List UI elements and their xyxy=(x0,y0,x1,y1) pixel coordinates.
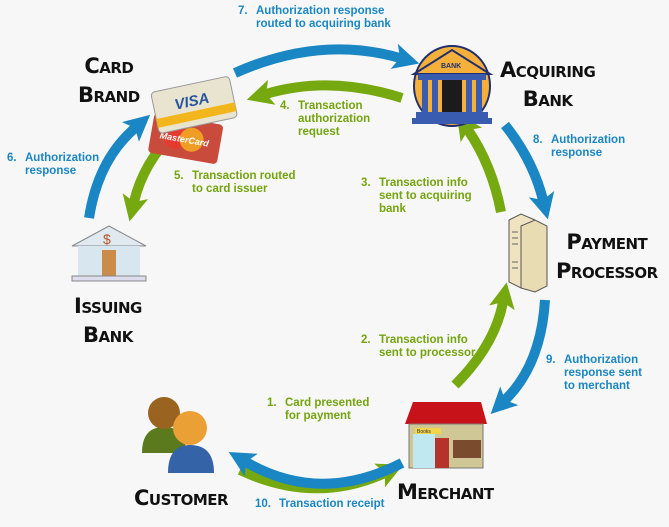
step-5-label: 5. Transaction routed to card issuer xyxy=(174,170,296,196)
step-text: Authorization response xyxy=(551,134,626,159)
card-brand-line1: Card xyxy=(84,54,134,78)
arrow-step-7 xyxy=(232,43,420,78)
step-number: 6. xyxy=(7,152,17,164)
issuing-bank-line1: Issuing xyxy=(74,294,142,318)
visa-logo-text: VISA xyxy=(173,90,211,114)
arrow-step-10 xyxy=(228,451,405,489)
step-number: 1. xyxy=(267,397,277,409)
step-number: 9. xyxy=(546,354,556,366)
step-text: Transaction routed to card issuer xyxy=(192,170,296,195)
step-number: 5. xyxy=(174,170,184,182)
step-number: 8. xyxy=(533,134,543,146)
step-8-label: 8. Authorization response xyxy=(533,134,625,160)
acquiring-bank-line1: Acquiring xyxy=(500,58,596,82)
arrow-step-4 xyxy=(246,79,404,105)
acquiring-bank-line2: Bank xyxy=(522,87,573,111)
step-text: Authorization response sent to merchant xyxy=(564,354,642,392)
svg-text:$: $ xyxy=(103,231,111,247)
payment-processor-line1: Payment xyxy=(566,230,648,254)
card-brand-line2: Brand xyxy=(78,83,140,107)
step-text: Transaction info sent to acquiring bank xyxy=(379,177,472,215)
step-text: Transaction receipt xyxy=(279,498,385,510)
arrow-step-8 xyxy=(501,121,555,220)
payment-processor-line2: Processor xyxy=(556,259,658,283)
step-9-label: 9. Authorization response sent to merchan… xyxy=(546,354,642,393)
bank-dollar-icon: $ xyxy=(71,225,147,282)
step-1-label: 1. Card presented for payment xyxy=(267,397,369,423)
issuing-bank-line2: Bank xyxy=(83,323,133,347)
credit-cards-icon: MasterCard VISA xyxy=(148,76,238,164)
arrow-step-9 xyxy=(490,299,550,414)
merchant-label: Merchant xyxy=(397,480,494,504)
step-2-label: 2. Transaction info sent to processor xyxy=(361,334,476,360)
users-icon xyxy=(142,397,214,473)
step-number: 7. xyxy=(238,5,248,17)
arrow-step-3 xyxy=(456,113,506,213)
customer-label: Customer xyxy=(134,486,229,510)
step-text: Transaction info sent to processor xyxy=(379,334,476,359)
step-4-label: 4. Transaction authorization request xyxy=(280,100,370,139)
step-3-label: 3. Transaction info sent to acquiring ban… xyxy=(361,177,472,216)
step-text: Transaction authorization request xyxy=(298,100,371,138)
step-number: 10. xyxy=(255,498,271,510)
step-6-label: 6. Authorization response xyxy=(7,152,99,178)
storefront-icon: Books xyxy=(405,402,487,469)
step-number: 2. xyxy=(361,334,371,346)
step-10-label: 10. Transaction receipt xyxy=(255,498,384,511)
step-text: Card presented for payment xyxy=(285,397,370,422)
bank-building-icon: BANK xyxy=(410,45,494,127)
step-7-label: 7. Authorization response routed to acqui… xyxy=(238,5,391,31)
step-number: 3. xyxy=(361,177,371,189)
store-sign-text: Books xyxy=(417,429,431,435)
server-icon xyxy=(508,213,548,293)
step-text: Authorization response xyxy=(25,152,100,177)
bank-icon-text: BANK xyxy=(441,63,461,70)
step-text: Authorization response routed to acquiri… xyxy=(256,5,391,30)
arrow-step-2 xyxy=(451,282,515,389)
arrow-step-6 xyxy=(84,114,151,219)
step-number: 4. xyxy=(280,100,290,112)
